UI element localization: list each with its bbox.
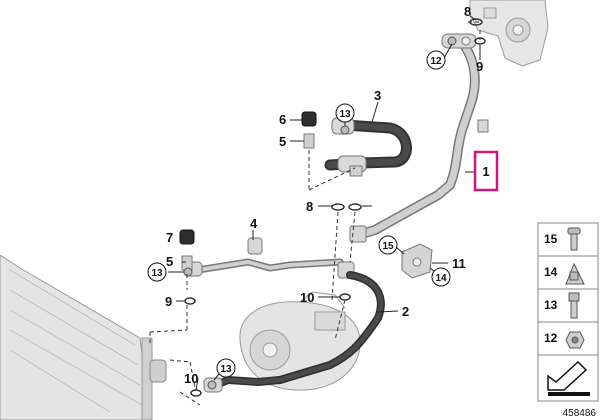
svg-text:1: 1 — [482, 164, 489, 179]
svg-text:13: 13 — [339, 109, 351, 120]
callout-13-low: 13 — [216, 358, 236, 378]
engine-component — [469, 0, 549, 67]
svg-text:5: 5 — [279, 134, 286, 149]
callout-13-top: 13 — [335, 103, 355, 123]
legend-row-13: 13 — [544, 292, 580, 319]
svg-text:6: 6 — [279, 112, 286, 127]
bolt-13-low — [207, 380, 217, 390]
bolt-icon — [568, 292, 580, 319]
o-ring-9-left — [184, 297, 196, 305]
callout-10-mid: 10 — [300, 290, 314, 305]
svg-text:10: 10 — [300, 290, 314, 305]
svg-text:9: 9 — [165, 294, 172, 309]
valve-core-5a — [303, 133, 315, 149]
screw-icon — [567, 227, 581, 251]
svg-text:14: 14 — [435, 273, 447, 284]
callout-7: 7 — [166, 230, 173, 245]
callout-10-low: 10 — [184, 371, 198, 386]
callout-6: 6 — [279, 112, 286, 127]
svg-text:13: 13 — [220, 364, 232, 375]
svg-text:7: 7 — [166, 230, 173, 245]
bolt-13-engine — [447, 36, 457, 46]
callout-5-top: 5 — [279, 134, 286, 149]
bolt-13-top — [340, 125, 350, 135]
legend-row-12: 12 — [544, 331, 585, 349]
callout-3: 3 — [374, 88, 381, 103]
svg-text:458486: 458486 — [563, 408, 597, 419]
fastener-legend: 15 14 13 12 — [537, 222, 599, 402]
callout-8-mid: 8 — [306, 199, 313, 214]
bracket-11 — [401, 243, 433, 279]
callout-12-top: 12 — [426, 50, 446, 70]
svg-text:3: 3 — [374, 88, 381, 103]
callout-4: 4 — [250, 216, 258, 231]
hex-nut-icon — [565, 331, 585, 349]
svg-text:8: 8 — [464, 4, 471, 19]
callout-13-left: 13 — [147, 262, 167, 282]
callout-1-highlighted: 1 — [473, 150, 499, 192]
refrigerant-line-1 — [349, 33, 489, 243]
svg-text:15: 15 — [382, 241, 394, 252]
callout-5-left: 5 — [166, 254, 173, 269]
o-ring-8-mid — [331, 203, 345, 211]
o-ring-10-mid — [339, 293, 351, 301]
callout-8-top: 8 — [464, 4, 471, 19]
clip-nut-icon — [565, 262, 585, 285]
o-ring-8b-mid — [348, 203, 362, 211]
svg-text:10: 10 — [184, 371, 198, 386]
cap-6 — [301, 111, 317, 127]
svg-text:9: 9 — [476, 59, 483, 74]
hose-3 — [324, 117, 412, 177]
callout-14-bracket: 14 — [431, 267, 451, 287]
svg-text:14: 14 — [544, 265, 558, 279]
condenser — [0, 254, 167, 420]
legend-row-14: 14 — [544, 262, 585, 285]
svg-text:13: 13 — [544, 298, 558, 312]
legend-row-15: 15 — [544, 227, 581, 251]
svg-text:13: 13 — [151, 268, 163, 279]
bolt-13-left — [183, 267, 193, 277]
svg-text:8: 8 — [306, 199, 313, 214]
o-ring-10-low — [190, 389, 202, 397]
callout-2: 2 — [402, 304, 409, 319]
callout-9-top: 9 — [476, 59, 483, 74]
callout-11: 11 — [452, 256, 466, 271]
svg-text:12: 12 — [544, 331, 558, 345]
diagram-reference-number: 458486 — [563, 408, 597, 419]
svg-text:5: 5 — [166, 254, 173, 269]
svg-text:4: 4 — [250, 216, 258, 231]
arrow-icon — [542, 360, 594, 396]
svg-text:2: 2 — [402, 304, 409, 319]
svg-text:11: 11 — [452, 256, 466, 271]
svg-text:12: 12 — [430, 56, 442, 67]
callout-15-bracket: 15 — [378, 235, 398, 255]
svg-text:15: 15 — [544, 232, 558, 246]
callout-9-left: 9 — [165, 294, 172, 309]
refrigerant-line-4 — [183, 237, 355, 279]
